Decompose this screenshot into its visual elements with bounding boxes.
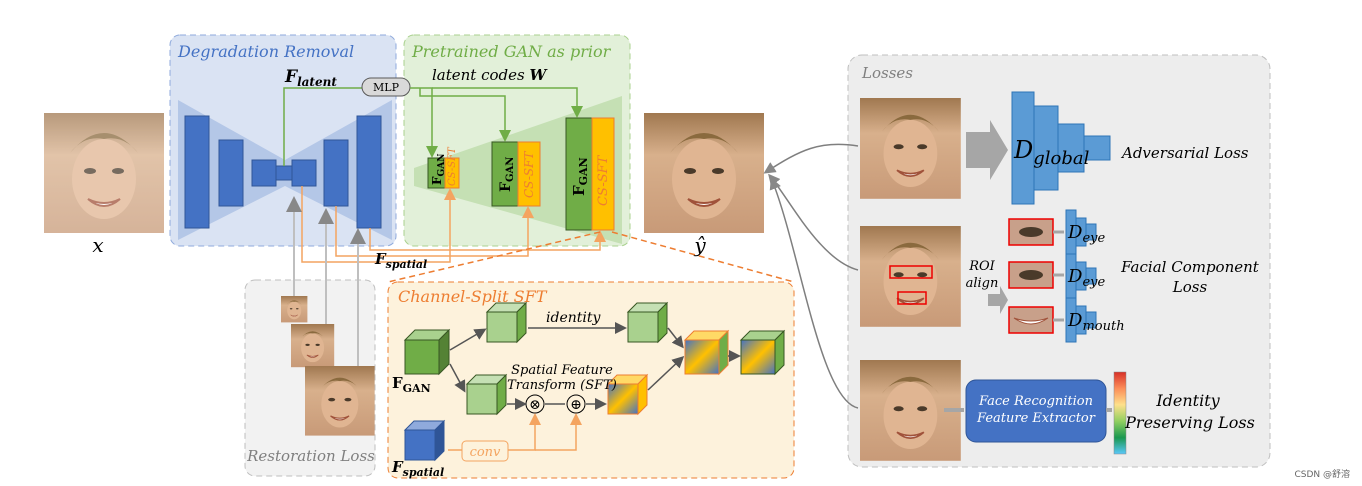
input-x-label: x (92, 233, 103, 257)
svg-text:FGAN: FGAN (392, 374, 431, 395)
feature-vector-bar (1113, 371, 1127, 455)
d-eye-label-2: Deye (1067, 266, 1105, 290)
watermark: CSDN @舒溶 (1294, 470, 1350, 480)
input-blurry-face (43, 112, 165, 234)
gan-prior-title: Pretrained GAN as prior (411, 42, 612, 61)
output-y-label: ŷ (693, 233, 706, 257)
gan-layer-small (427, 157, 460, 189)
mouth-crop (1008, 306, 1054, 334)
svg-text:FGAN: FGAN (430, 154, 447, 185)
f-spatial-label: Fspatial (374, 250, 427, 271)
sft-input-cube (465, 373, 508, 416)
fgan-cube (403, 328, 451, 376)
identity-cube-out (626, 301, 669, 344)
concat-cube-a (683, 329, 730, 376)
restoration-loss-label: Restoration Loss (246, 447, 375, 465)
losses-title: Losses (861, 64, 913, 82)
unet-blocks (184, 115, 382, 229)
f-latent-label: Flatent (284, 67, 337, 89)
d-eye-label-1: Deye (1067, 222, 1105, 246)
latent-codes-label: latent codes W (432, 66, 549, 84)
gan-layer-large (565, 117, 615, 231)
sft-output-cube (606, 373, 649, 416)
conv-label: conv (470, 445, 501, 460)
degradation-removal-title: Degradation Removal (177, 42, 354, 61)
identity-label: identity (546, 310, 601, 326)
svg-text:⊕: ⊕ (570, 397, 582, 413)
concat-cube-b (739, 329, 786, 376)
d-global-label: Dglobal (1013, 136, 1090, 169)
svg-text:Fspatial: Fspatial (391, 458, 444, 479)
svg-text:CS-SFT: CS-SFT (522, 151, 536, 198)
conv-box (461, 440, 509, 462)
gan-layer-medium (491, 141, 541, 207)
svg-text:FGAN: FGAN (498, 157, 516, 192)
svg-text:⊗: ⊗ (529, 397, 541, 413)
d-global (1011, 91, 1111, 205)
output-restored-face (643, 112, 765, 234)
cs-sft-title: Channel-Split SFT (398, 287, 548, 306)
mlp-label: MLP (373, 81, 400, 94)
adversarial-loss-label: Adversarial Loss (1120, 144, 1249, 162)
svg-text:FGAN: FGAN (570, 157, 590, 196)
svg-text:CS-SFT: CS-SFT (596, 154, 611, 206)
fspatial-cube (403, 419, 446, 462)
identity-cube-in (485, 301, 528, 344)
global-arrow (966, 120, 1008, 180)
svg-text:CS-SFT: CS-SFT (447, 146, 458, 186)
d-mouth-label: Dmouth (1067, 310, 1125, 334)
mlp-box (361, 77, 411, 97)
